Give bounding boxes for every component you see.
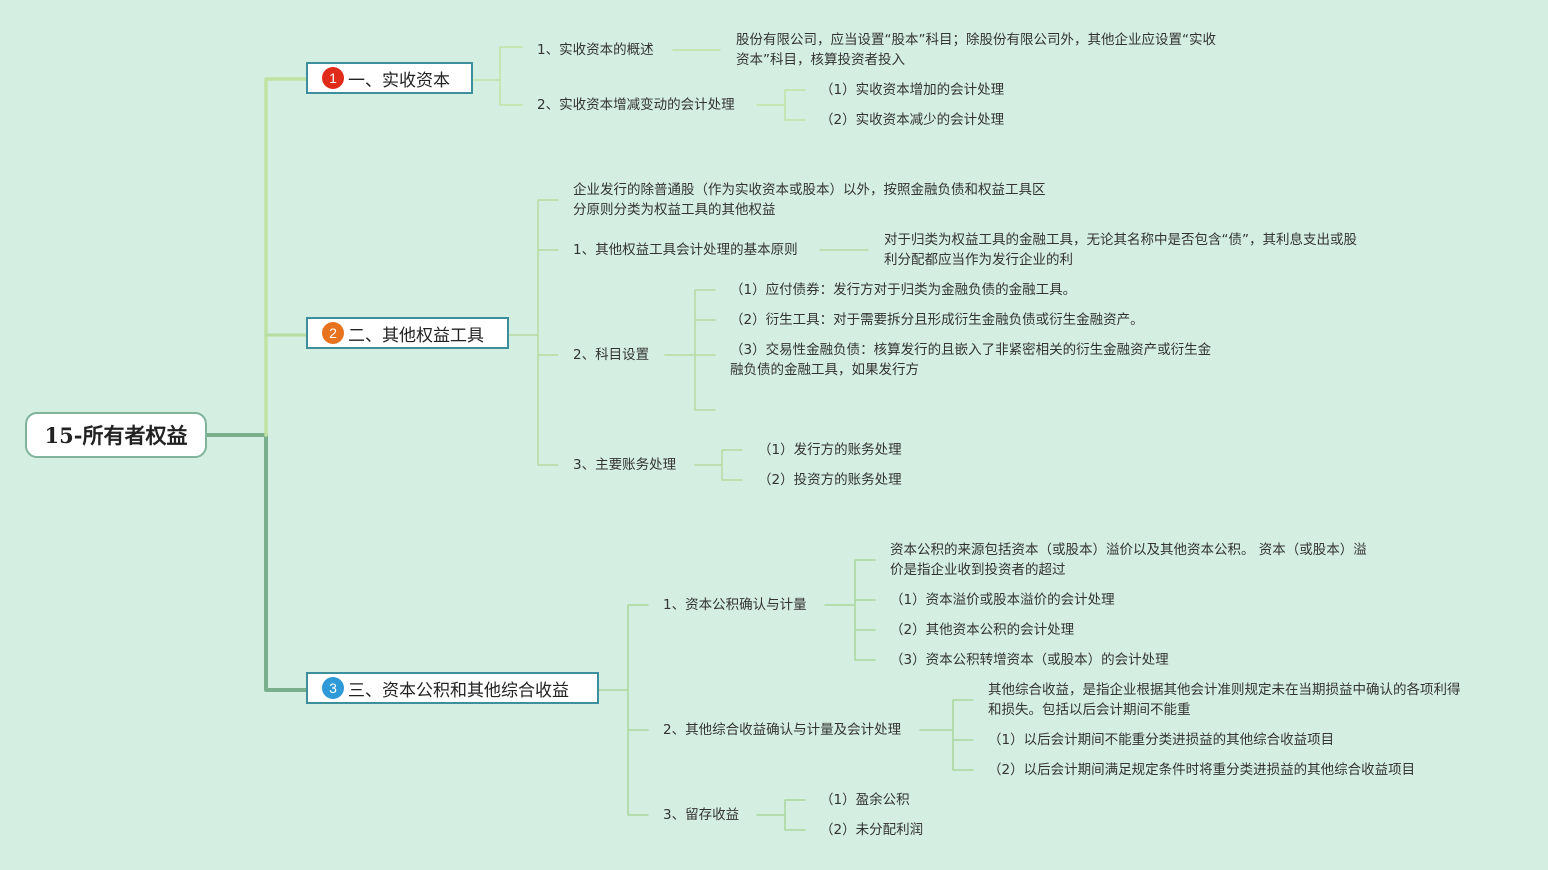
- badge-3: 3: [322, 677, 344, 699]
- detail-2-1-line2: 利分配都应当作为发行企业的利: [884, 252, 1073, 268]
- branch-label-1: 一、实收资本: [348, 70, 450, 91]
- branch-label-2: 二、其他权益工具: [348, 325, 484, 346]
- leaf-2-2-3-line1[interactable]: （3）交易性金融负债：核算发行的且嵌入了非紧密相关的衍生金融资产或衍生金: [730, 342, 1212, 358]
- leaf-2-2-3-line2: 融负债的金融工具，如果发行方: [730, 362, 919, 378]
- leaf-3-2-intro-line2: 和损失。包括以后会计期间不能重: [988, 702, 1191, 718]
- node-1-2[interactable]: 2、实收资本增减变动的会计处理: [537, 97, 735, 113]
- leaf-3-1-3[interactable]: （3）资本公积转增资本（或股本）的会计处理: [890, 652, 1169, 668]
- leaf-3-2-intro-line1: 其他综合收益，是指企业根据其他会计准则规定未在当期损益中确认的各项利得: [988, 682, 1461, 698]
- detail-2-1-line1: 对于归类为权益工具的金融工具，无论其名称中是否包含“债”，其利息支出或股: [884, 232, 1357, 248]
- node-3-2[interactable]: 2、其他综合收益确认与计量及会计处理: [663, 722, 902, 738]
- intro-2-line2: 分原则分类为权益工具的其他权益: [573, 202, 776, 218]
- trunk-line: [205, 433, 308, 692]
- branch1-leaf-lines: [672, 49, 806, 121]
- detail-1-1-line1: 股份有限公司，应当设置“股本”科目；除股份有限公司外，其他企业应设置“实收: [736, 32, 1216, 48]
- node-3-1[interactable]: 1、资本公积确认与计量: [663, 597, 807, 613]
- branch-label-3: 三、资本公积和其他综合收益: [348, 680, 569, 701]
- leaf-1-2-2[interactable]: （2）实收资本减少的会计处理: [820, 112, 1005, 128]
- leaf-3-3-1[interactable]: （1）盈余公积: [820, 792, 910, 808]
- detail-1-1-line2: 资本”科目，核算投资者投入: [736, 52, 905, 68]
- leaf-2-3-2[interactable]: （2）投资方的账务处理: [758, 472, 902, 488]
- node-2-2[interactable]: 2、科目设置: [573, 347, 650, 363]
- node-2-3[interactable]: 3、主要账务处理: [573, 457, 677, 473]
- intro-2-line1: 企业发行的除普通股（作为实收资本或股本）以外，按照金融负债和权益工具区: [573, 182, 1046, 198]
- leaf-3-2-2[interactable]: （2）以后会计期间满足规定条件时将重分类进损益的其他综合收益项目: [988, 762, 1416, 778]
- leaf-1-2-1[interactable]: （1）实收资本增加的会计处理: [820, 82, 1005, 98]
- leaf-3-3-2[interactable]: （2）未分配利润: [820, 822, 924, 838]
- branch-node-1[interactable]: 1 一、实收资本: [306, 62, 473, 94]
- leaf-3-1-intro-line1: 资本公积的来源包括资本（或股本）溢价以及其他资本公积。 资本（或股本）溢: [890, 542, 1367, 558]
- leaf-2-3-1[interactable]: （1）发行方的账务处理: [758, 442, 902, 458]
- branch2-lines: [508, 199, 559, 466]
- leaf-2-2-1[interactable]: （1）应付债券：发行方对于归类为金融负债的金融工具。: [730, 282, 1077, 298]
- leaf-3-2-1[interactable]: （1）以后会计期间不能重分类进损益的其他综合收益项目: [988, 732, 1335, 748]
- branch-node-2[interactable]: 2 二、其他权益工具: [306, 317, 509, 349]
- node-1-1[interactable]: 1、实收资本的概述: [537, 42, 654, 58]
- node-3-3[interactable]: 3、留存收益: [663, 807, 740, 823]
- branch3-leaf-lines: [756, 559, 974, 831]
- badge-1: 1: [322, 67, 344, 89]
- branch3-lines: [598, 604, 649, 816]
- leaf-2-2-2[interactable]: （2）衍生工具：对于需要拆分且形成衍生金融负债或衍生金融资产。: [730, 312, 1144, 328]
- root-label: 15-所有者权益: [44, 423, 188, 448]
- trunk-line-upper: [264, 77, 308, 437]
- branch2-leaf-lines: [664, 249, 869, 481]
- branch1-lines: [472, 46, 523, 106]
- leaf-3-1-2[interactable]: （2）其他资本公积的会计处理: [890, 622, 1075, 638]
- leaf-3-1-intro-line2: 价是指企业收到投资者的超过: [890, 562, 1066, 578]
- branch-node-3[interactable]: 3 三、资本公积和其他综合收益: [306, 672, 599, 704]
- node-2-1[interactable]: 1、其他权益工具会计处理的基本原则: [573, 242, 798, 258]
- badge-2: 2: [322, 322, 344, 344]
- leaf-3-1-1[interactable]: （1）资本溢价或股本溢价的会计处理: [890, 592, 1115, 608]
- root-node[interactable]: 15-所有者权益: [25, 412, 207, 458]
